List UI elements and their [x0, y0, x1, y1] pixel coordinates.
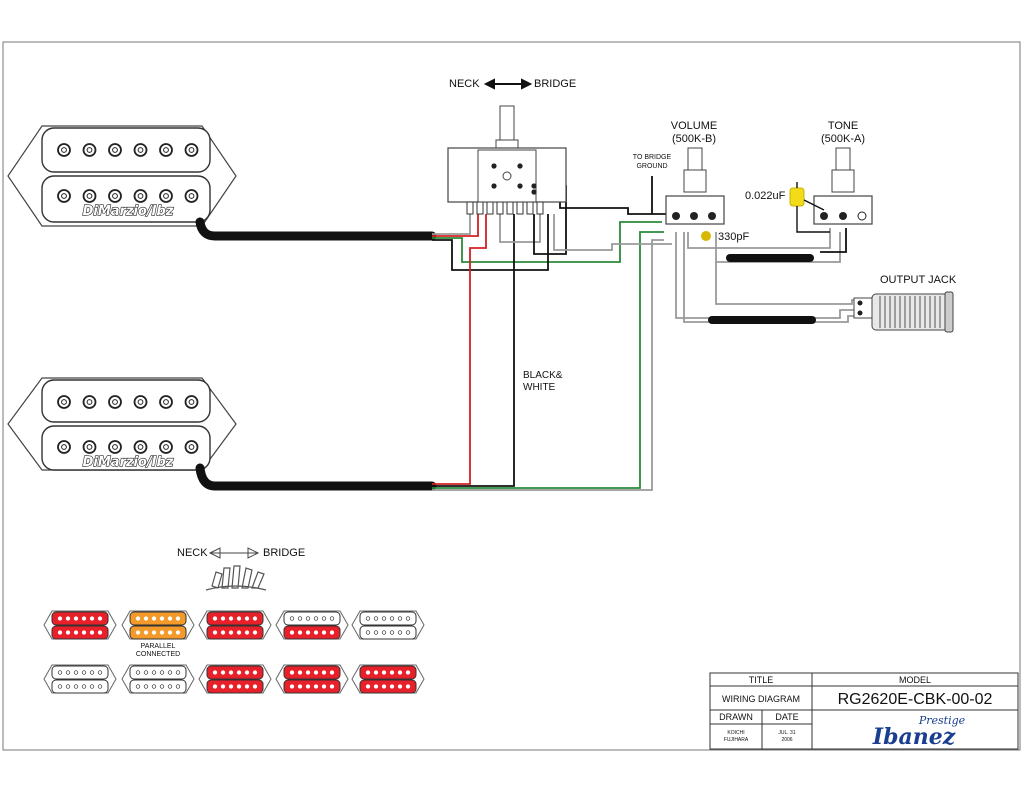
selector-lug [506, 201, 514, 215]
to-bridge-ground-label-1: TO BRIDGE [633, 154, 672, 161]
legend-parallel-label-1: PARALLEL [141, 643, 176, 650]
date-value-1: JUL. 31 [778, 730, 795, 736]
selector-lug [526, 201, 534, 215]
tone-lug-1 [820, 212, 828, 220]
wire-bridge-red [432, 214, 487, 485]
volume-label: VOLUME [671, 120, 717, 132]
volume-cap-label: 330pF [718, 231, 749, 243]
neck-pickup: DiMarzio/Ibz [7, 125, 237, 227]
output-jack-threads [879, 291, 954, 333]
title-block: TITLE MODEL WIRING DIAGRAM RG2620E-CBK-0… [709, 672, 1019, 750]
bridge-pickup-cable [195, 463, 437, 491]
tone-pot: TONE (500K-A) 0.022uF [745, 120, 873, 233]
volume-value-label: (500K-B) [672, 133, 716, 145]
drawn-by-2: FUJIHARA [724, 737, 749, 743]
selector-center-screw [502, 171, 512, 181]
wire-bridge-gray [432, 239, 664, 491]
volume-lug-2 [690, 212, 698, 220]
bridge-pickup-coil-top [41, 379, 211, 423]
model-value: RG2620E-CBK-00-02 [838, 691, 993, 708]
selector-lug [516, 201, 524, 215]
logo-script: Prestige [918, 714, 966, 727]
selector-terminal [491, 183, 497, 189]
wire-neck-green [432, 221, 662, 263]
selector-lug [486, 201, 494, 215]
selector-double-arrow [483, 78, 533, 90]
selector-lug [466, 201, 474, 215]
legend-parallel-label-2: CONNECTED [136, 651, 180, 658]
selector-terminal [491, 163, 497, 169]
wire-jack-ground-b [683, 232, 858, 323]
selector-label-neck: NECK [449, 78, 480, 90]
tone-cap-leads [796, 182, 830, 233]
wire-switch-to-volume-gray [553, 214, 672, 251]
volume-capacitor-330pf [701, 231, 711, 241]
tone-lug-2 [839, 212, 847, 220]
neck-pickup-coil-bottom [41, 175, 211, 223]
selector-terminal [517, 163, 523, 169]
legend-double-arrow [208, 547, 260, 559]
tone-pot-bushing [831, 169, 855, 193]
wire-bridge-black [432, 214, 515, 487]
output-jack-lugs [853, 297, 873, 319]
date-value-2: 2006 [781, 737, 792, 743]
selector-switch: NECK BRIDGE [447, 78, 576, 215]
neck-pickup-brand-label: DiMarzio/Ibz [83, 204, 174, 219]
legend-neck-label: NECK [177, 547, 208, 559]
switch-position-legend: NECK BRIDGE PARALLEL CONNECTED [43, 547, 425, 694]
volume-lug-3 [708, 212, 716, 220]
neck-pickup-poles-bottom [57, 189, 199, 203]
wire-tone-ground [820, 228, 847, 253]
ibanez-logo: Ibanez [872, 724, 956, 750]
selector-terminal [517, 183, 523, 189]
legend-lever-positions [205, 565, 267, 591]
wire-jack-ground-a [675, 232, 858, 319]
model-header: MODEL [899, 675, 931, 685]
volume-pot-bushing [683, 169, 707, 193]
selector-lug [496, 201, 504, 215]
output-jack-label: OUTPUT JACK [880, 274, 957, 286]
selector-lugs [466, 163, 544, 215]
tone-cap-label: 0.022uF [745, 190, 786, 202]
bridge-pickup-poles-top [57, 395, 199, 409]
bridge-pickup-coil-bottom [41, 425, 211, 471]
selector-lug [476, 201, 484, 215]
title-header: TITLE [749, 675, 774, 685]
wire-neck-red [432, 214, 479, 237]
output-jack-lug-ground [857, 310, 863, 316]
output-jack: OUTPUT JACK [853, 274, 957, 333]
tone-lug-3 [857, 211, 867, 221]
legend-pickup-states [43, 610, 425, 694]
drawn-header: DRAWN [719, 712, 753, 722]
tone-label: TONE [828, 120, 858, 132]
wire-switch-loop-gray [499, 214, 541, 243]
selector-lug [536, 201, 544, 215]
selector-label-bridge: BRIDGE [534, 78, 576, 90]
bridge-pickup: DiMarzio/Ibz [7, 377, 237, 471]
tone-value-label: (500K-A) [821, 133, 865, 145]
volume-lug-1 [672, 212, 680, 220]
wire-volume-to-tone-gray [687, 228, 831, 249]
to-bridge-ground-label-2: GROUND [636, 163, 667, 170]
wire-neck-black [432, 214, 549, 271]
wire-neck-gray [432, 214, 471, 235]
volume-pot: VOLUME (500K-B) TO BRIDGE GROUND 330pF [633, 120, 750, 243]
tone-capacitor-0022uf [789, 187, 805, 207]
date-header: DATE [775, 712, 798, 722]
bridge-pickup-brand-label: DiMarzio/Ibz [83, 455, 174, 470]
neck-pickup-poles-top [57, 143, 199, 157]
title-value: WIRING DIAGRAM [722, 694, 800, 704]
drawn-by-1: KOICHI [727, 730, 744, 736]
black-white-label-1: BLACK& [523, 370, 563, 381]
black-white-label-2: WHITE [523, 382, 556, 393]
neck-pickup-coil-top [41, 127, 211, 173]
selector-terminal [531, 183, 537, 189]
output-jack-lug-hot [857, 300, 863, 306]
bridge-pickup-poles-bottom [57, 440, 199, 454]
legend-bridge-label: BRIDGE [263, 547, 305, 559]
wire-bridge-green [432, 231, 664, 489]
neck-pickup-cable [195, 217, 437, 241]
selector-terminal [531, 189, 537, 195]
